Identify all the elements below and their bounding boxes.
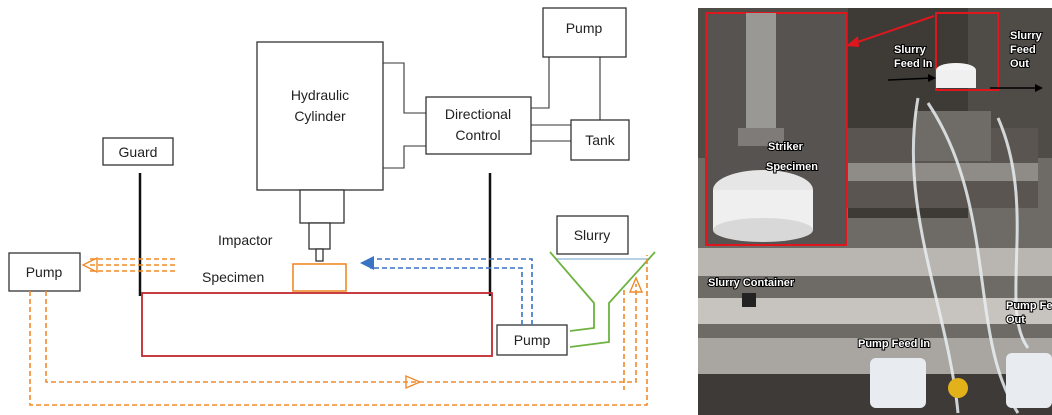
photo-pump-feed-in-label: Pump Feed In — [858, 338, 930, 350]
stop-button — [948, 378, 968, 398]
blue-arrowhead — [360, 256, 374, 270]
rail-top — [698, 248, 1052, 276]
photo-slurry-container-label: Slurry Container — [708, 277, 795, 289]
inset-striker — [746, 13, 776, 133]
pump-top-label: Pump — [566, 20, 603, 36]
pump-feed-out-device — [1006, 353, 1052, 408]
slurry-label: Slurry — [574, 227, 611, 243]
slurry-bath — [142, 293, 492, 356]
tank-label: Tank — [585, 132, 616, 148]
hydraulic-line-1 — [383, 63, 426, 113]
guard-label: Guard — [119, 144, 158, 160]
hydraulic-line-2 — [383, 146, 426, 168]
impactor-body — [309, 223, 330, 249]
cylinder-rod — [300, 190, 344, 223]
binder-clip — [742, 293, 756, 307]
pump-left-label: Pump — [26, 264, 63, 280]
specimen-label: Specimen — [202, 269, 264, 285]
specimen-block — [293, 264, 346, 291]
pump-bottom-label: Pump — [514, 332, 551, 348]
control-pump-line — [531, 57, 549, 108]
photo-striker-label: Striker — [768, 141, 804, 153]
blue-flow-arrow — [370, 259, 532, 325]
photo-specimen-label: Specimen — [766, 161, 818, 173]
impactor-label: Impactor — [218, 232, 273, 248]
funnel-right — [570, 252, 655, 347]
funnel-left — [550, 252, 594, 331]
pump-feed-in-device — [870, 358, 926, 408]
impactor-tip — [316, 249, 323, 261]
